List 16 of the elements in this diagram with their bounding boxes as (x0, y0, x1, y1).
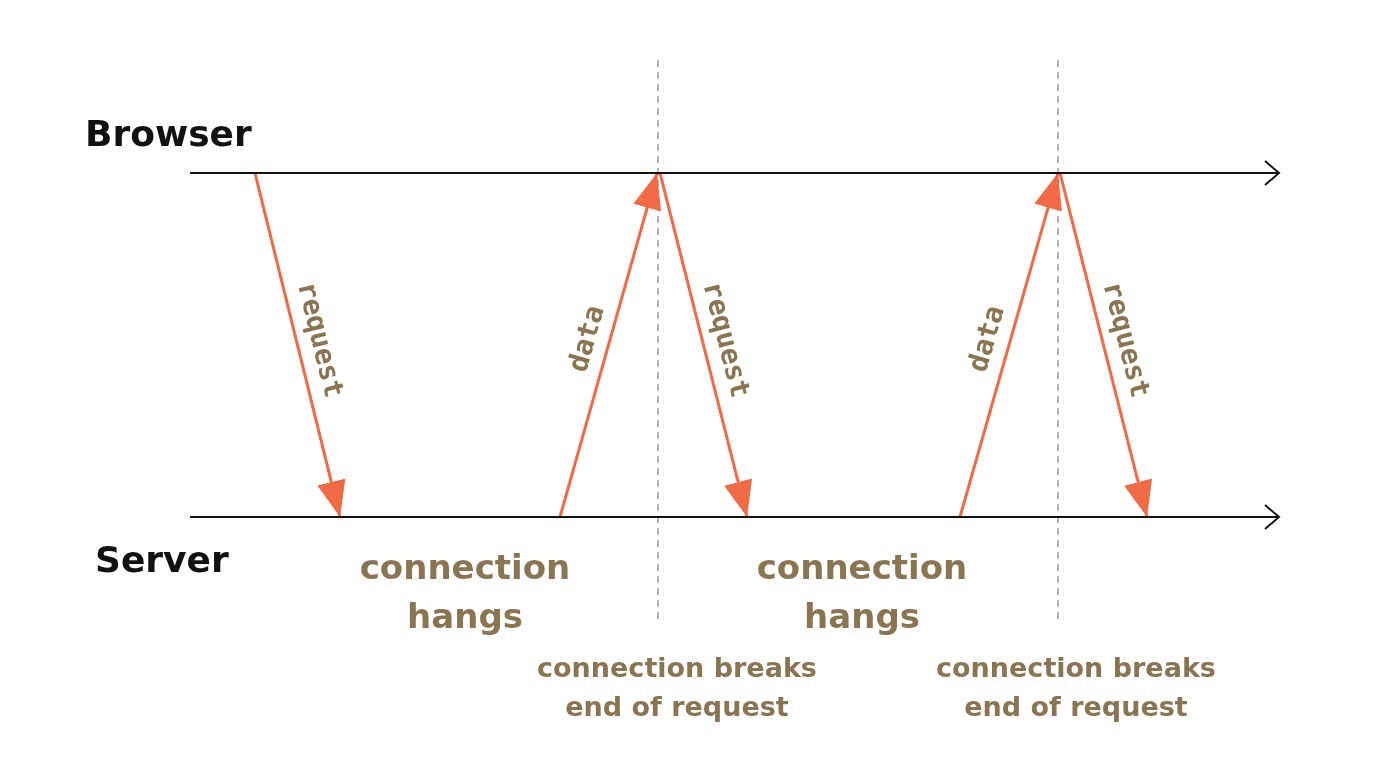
edge-label: request (696, 277, 758, 401)
annotation-text: connection breaks end of request (935, 651, 1217, 725)
arrow (558, 172, 662, 518)
edge-label: request (1096, 277, 1158, 401)
arrow (658, 172, 753, 518)
timeline-title: Server (95, 539, 229, 580)
arrow (1058, 172, 1153, 518)
edge-label: data (961, 301, 1012, 376)
annotation-text: connection breaks end of request (536, 651, 818, 725)
annotation-text: connection hangs (358, 546, 572, 639)
annotation-text: connection hangs (755, 546, 969, 639)
timeline-title: Browser (85, 113, 252, 154)
edge-label: data (560, 301, 611, 376)
arrow (958, 172, 1062, 518)
arrow (253, 172, 346, 518)
edge-label: request (290, 278, 351, 401)
